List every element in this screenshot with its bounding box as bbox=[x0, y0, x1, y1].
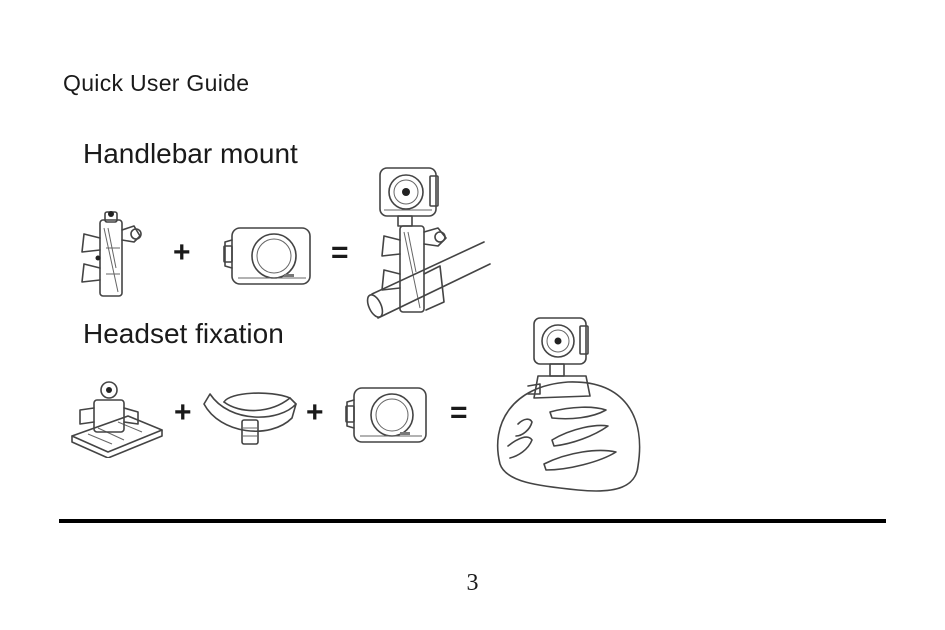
guide-header: Quick User Guide bbox=[63, 70, 250, 96]
handlebar-clamp-illustration bbox=[81, 211, 142, 297]
section-title-handlebar-mount: Handlebar mount bbox=[83, 138, 298, 169]
page-number: 3 bbox=[466, 570, 479, 596]
adhesive-mount-illustration bbox=[71, 381, 163, 458]
plus-operator: + bbox=[306, 396, 324, 429]
strap-illustration bbox=[203, 392, 297, 445]
camera-illustration bbox=[223, 227, 311, 285]
equals-operator: = bbox=[450, 396, 468, 429]
section-title-headset-fixation: Headset fixation bbox=[83, 318, 284, 349]
equals-operator: = bbox=[331, 236, 349, 269]
divider-rule bbox=[59, 519, 886, 523]
plus-operator: + bbox=[174, 396, 192, 429]
camera-on-handlebar-illustration bbox=[366, 167, 491, 319]
camera-illustration bbox=[345, 387, 427, 443]
plus-operator: + bbox=[173, 236, 191, 269]
camera-on-helmet-illustration bbox=[496, 317, 641, 492]
